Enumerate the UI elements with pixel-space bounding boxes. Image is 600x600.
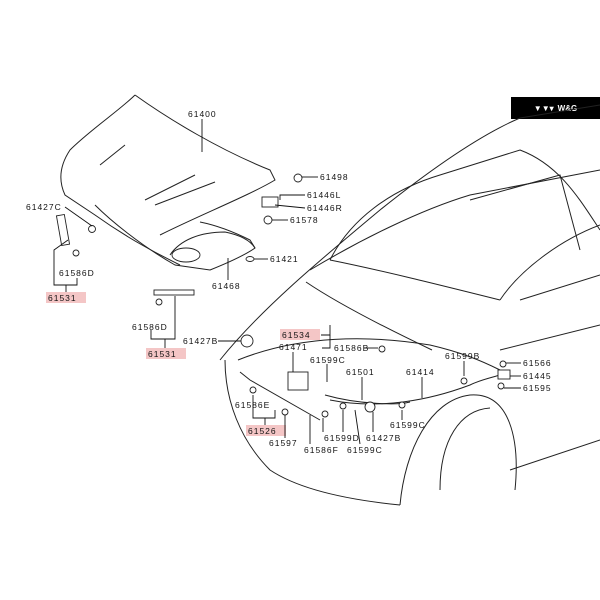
highlight-61531-a [46,292,86,303]
leader-lines [53,119,521,445]
label-61526: 61526 [248,426,277,436]
label-61586B: 61586B [334,343,369,353]
label-61599C-c: 61599C [347,445,383,455]
parts [55,173,511,421]
label-61421: 61421 [270,254,299,264]
label-61586D-a: 61586D [59,268,95,278]
label-61599C-b: 61599C [390,420,426,430]
hood-drawing [60,94,276,271]
label-61446L: 61446L [307,190,341,200]
label-61468: 61468 [212,281,241,291]
label-61534: 61534 [282,330,311,340]
label-61446R: 61446R [307,203,343,213]
label-61578: 61578 [290,215,319,225]
label-61445: 61445 [523,371,552,381]
label-61595: 61595 [523,383,552,393]
label-61586D-b: 61586D [132,322,168,332]
label-61566: 61566 [523,358,552,368]
label-61531-b: 61531 [148,349,177,359]
label-61531-a: 61531 [48,293,77,303]
highlight-61531-b [146,348,186,359]
label-61586F: 61586F [304,445,339,455]
brand-label: W&G [557,103,578,113]
label-61586E: 61586E [235,400,270,410]
label-61597: 61597 [269,438,298,448]
label-61501: 61501 [346,367,375,377]
label-61498: 61498 [320,172,349,182]
car-body-outline [219,104,600,506]
label-61427B-a: 61427B [183,336,218,346]
label-61599C-a: 61599C [310,355,346,365]
highlight-61526 [246,425,286,436]
label-61427B-b: 61427B [366,433,401,443]
brand-badge: ▼▼▾ W&G [511,97,600,119]
label-61427C: 61427C [26,202,62,212]
label-61471: 61471 [279,342,308,352]
label-61599D: 61599D [324,433,360,443]
label-61400: 61400 [188,109,217,119]
label-61599B: 61599B [445,351,480,361]
brand-logo-icon: ▼▼▾ [533,103,554,113]
label-61414: 61414 [406,367,435,377]
highlight-61534 [280,329,320,340]
